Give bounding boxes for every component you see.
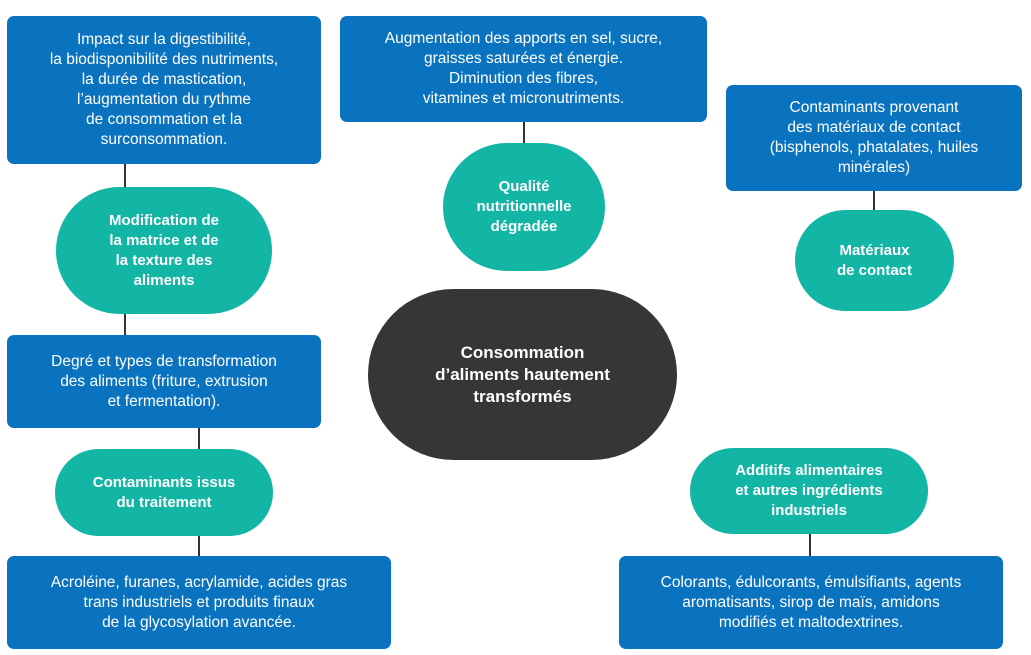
transformation-text: Degré et types de transformation des ali… — [51, 352, 277, 410]
qualite-pill-label: Qualité nutritionnelle dégradée — [476, 178, 572, 235]
matrice-impact-box: Impact sur la digestibilité, la biodispo… — [7, 16, 321, 164]
connector-additifs — [809, 533, 811, 557]
materiaux-pill: Matériaux de contact — [795, 210, 954, 311]
matrice-pill: Modification de la matrice et de la text… — [56, 187, 272, 314]
qualite-detail-text: Augmentation des apports en sel, sucre, … — [384, 30, 663, 107]
connector-materiaux — [873, 190, 875, 210]
connector-transformation-contaminants — [198, 427, 200, 449]
contaminants-pill: Contaminants issus du traitement — [55, 449, 273, 536]
materiaux-pill-label: Matériaux de contact — [836, 241, 912, 279]
contaminants-detail-text: Acroléine, furanes, acrylamide, acides g… — [50, 573, 348, 631]
transformation-box: Degré et types de transformation des ali… — [7, 335, 321, 428]
materiaux-detail-text: Contaminants provenant des matériaux de … — [769, 99, 979, 176]
additifs-pill-label: Additifs alimentaires et autres ingrédie… — [735, 462, 883, 519]
contaminants-pill-label: Contaminants issus du traitement — [92, 473, 236, 511]
center-label: Consommation d’aliments hautement transf… — [435, 342, 610, 406]
connector-qualite — [523, 121, 525, 143]
materiaux-detail-box: Contaminants provenant des matériaux de … — [726, 85, 1022, 191]
matrice-impact-text: Impact sur la digestibilité, la biodispo… — [49, 31, 279, 148]
connector-matrice-bottom — [124, 313, 126, 336]
additifs-detail-text: Colorants, édulcorants, émulsifiants, ag… — [660, 573, 962, 631]
qualite-detail-box: Augmentation des apports en sel, sucre, … — [340, 16, 707, 122]
contaminants-detail-box: Acroléine, furanes, acrylamide, acides g… — [7, 556, 391, 649]
connector-matrice-top — [124, 163, 126, 187]
additifs-detail-box: Colorants, édulcorants, émulsifiants, ag… — [619, 556, 1003, 649]
matrice-pill-label: Modification de la matrice et de la text… — [109, 211, 219, 289]
center-pill: Consommation d’aliments hautement transf… — [368, 289, 677, 460]
additifs-pill: Additifs alimentaires et autres ingrédie… — [690, 448, 928, 534]
qualite-pill: Qualité nutritionnelle dégradée — [443, 143, 605, 271]
connector-contaminants-detail — [198, 535, 200, 557]
